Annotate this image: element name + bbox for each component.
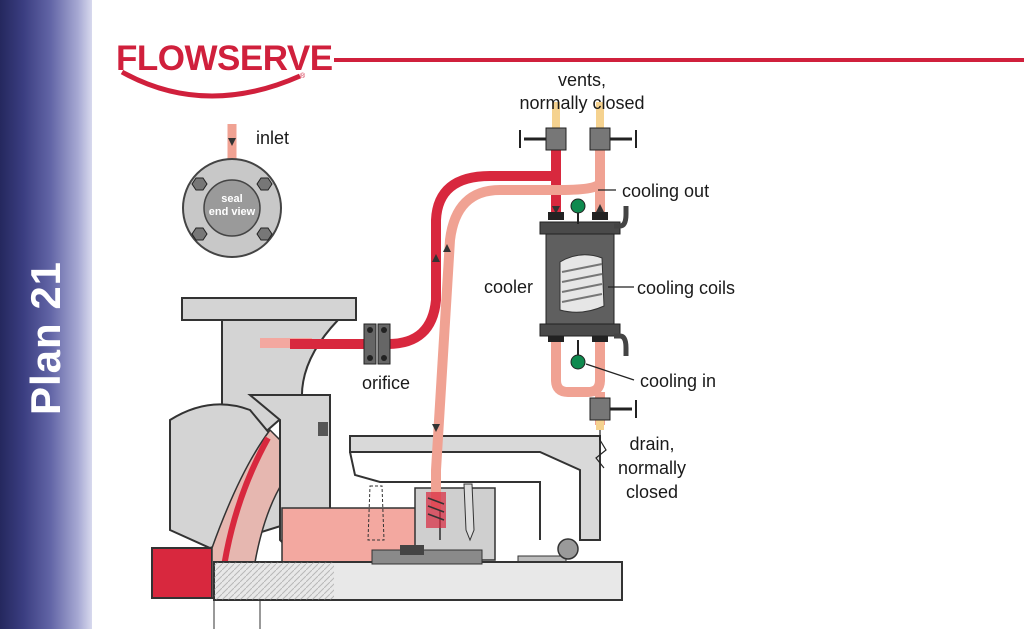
logo-swoosh (120, 69, 302, 99)
shaft (213, 545, 623, 629)
flow-arrow (596, 204, 604, 212)
cooler-label: cooler (484, 277, 534, 297)
cooling-coils (559, 254, 605, 313)
drain-label-line3: closed (625, 482, 679, 502)
sidebar-band (0, 0, 92, 629)
cooling-in-gauge (570, 354, 586, 370)
inlet-label: inlet (256, 128, 290, 148)
flow-arrow (432, 424, 440, 432)
cooling-coils-label: cooling coils (637, 278, 736, 298)
cool-return-line (431, 160, 605, 510)
cooling-out-pipe (614, 206, 629, 229)
flow-arrow (432, 254, 440, 262)
hot-line (387, 171, 561, 349)
drain-valve (589, 397, 637, 421)
pump-casing (151, 297, 423, 599)
flowserve-logo: FLOWSERVE (116, 39, 333, 78)
drain-label-line2: normally (617, 458, 687, 478)
flow-arrow (443, 244, 451, 252)
leader-cooling-in (585, 363, 635, 381)
cooler-bottom-loop (551, 340, 605, 397)
drain-label-line1: drain, (629, 434, 675, 454)
cooling-out-gauge (570, 198, 586, 214)
leader-drain (595, 439, 607, 469)
flow-arrow (552, 206, 560, 214)
seal-label-line1: seal (221, 193, 243, 205)
cooler (539, 206, 629, 356)
inlet-arrow (228, 138, 236, 146)
vent-valve-right (589, 127, 637, 151)
vents-label-line1: vents, (557, 70, 607, 90)
cooling-in-pipe (614, 333, 629, 356)
orifice-flange (363, 323, 391, 365)
vent-valve-left (519, 127, 567, 151)
orifice-label: orifice (362, 373, 411, 393)
seal-end-view-label: seal end view (196, 193, 268, 219)
seal-label-line2: end view (208, 206, 256, 218)
cooling-in-label: cooling in (640, 371, 717, 391)
cooling-out-label: cooling out (622, 181, 710, 201)
seal-end-view (182, 124, 282, 258)
vents-label-line2: normally closed (519, 93, 645, 113)
registered-mark: ® (300, 73, 306, 80)
header-rule (334, 58, 1024, 62)
